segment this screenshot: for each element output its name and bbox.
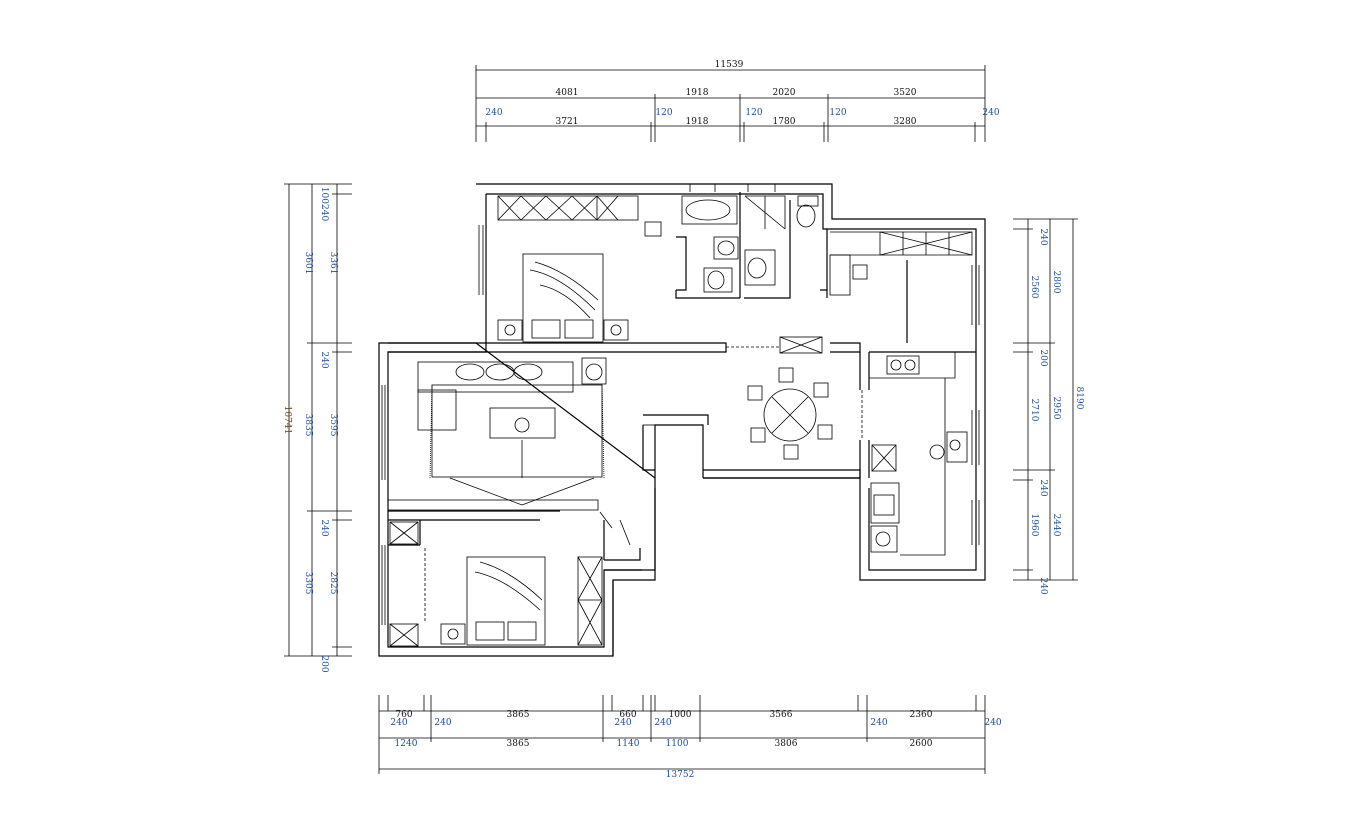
living-room [387,357,656,511]
dimension-lines [284,65,1078,774]
dim-top-wall: 240 [485,108,502,118]
dim-right-wall: 240 [1038,479,1048,496]
dim-right-outer: 2440 [1051,514,1061,537]
dim-left-wall: 240 [319,351,329,368]
dim-top-wall: 120 [745,108,762,118]
dim-bottom-wall: 240 [654,718,671,728]
dim-left-wall: 240 [319,519,329,536]
dim-left-inner: 2825 [328,572,338,595]
walls [378,183,986,657]
dim-bottom-overall: 13752 [666,770,695,780]
dim-left-wall: 100240 [319,187,329,222]
dim-bottom-row2: 3865 [507,739,530,749]
dim-right-outer: 2800 [1051,271,1061,294]
dim-left-wall: 200 [319,655,329,672]
dim-top-row2: 3520 [894,88,917,98]
dim-bottom-row2: 2600 [910,739,933,749]
dim-top-wall: 120 [655,108,672,118]
dim-top-row2: 1918 [686,88,709,98]
dim-top-wall: 240 [982,108,999,118]
dim-right-inner: 2710 [1029,399,1039,422]
bed-second [389,521,603,647]
dim-right-wall: 240 [1038,577,1048,594]
dim-right-wall: 240 [1038,228,1048,245]
dim-right-inner: 1960 [1029,514,1039,537]
kitchen [869,352,968,556]
dim-left-outer: 3305 [303,572,313,595]
dim-top-row2: 2020 [773,88,796,98]
dim-left-outer: 3835 [303,414,313,437]
study-cabinet [779,231,973,354]
dim-left-inner: 3361 [328,252,338,275]
dim-bottom-row2: 3806 [775,739,798,749]
dim-bottom-row1: 2360 [910,710,933,720]
dim-bottom-wall: 240 [390,718,407,728]
dining-table [747,367,833,460]
dim-bottom-row1: 760 [395,710,412,720]
dim-left-outer: 3601 [303,252,313,275]
dim-bottom-row1: 1000 [669,710,692,720]
dimension-labels-top: 11539 4081 1918 2020 3520 3721 1918 1780… [485,60,999,127]
dim-top-row3: 3721 [556,117,579,127]
dim-top-row2: 4081 [556,88,579,98]
dim-bottom-row1: 3865 [507,710,530,720]
wardrobe-top [497,195,639,221]
bed-master [497,221,662,343]
dim-left-overall: 10741 [282,406,292,435]
dim-top-row3: 1918 [686,117,709,127]
bathroom [681,195,819,293]
dim-top-overall: 11539 [715,60,744,70]
dim-top-row3: 3280 [894,117,917,127]
dim-top-row3: 1780 [773,117,796,127]
dim-bottom-wall: 240 [870,718,887,728]
dim-right-outer: 2950 [1051,397,1061,420]
dim-bottom-wall: 240 [434,718,451,728]
dim-right-wall: 200 [1038,349,1048,366]
dim-bottom-wall: 240 [614,718,631,728]
dim-right-inner: 2560 [1029,276,1039,299]
dim-right-overall: 8190 [1074,387,1084,410]
dim-top-wall: 120 [829,108,846,118]
dimension-labels-left: 10741 3601 3835 3305 3361 3595 2825 1002… [282,187,338,673]
dim-bottom-row1: 660 [619,710,636,720]
dim-bottom-row2: 1240 [395,739,418,749]
dimension-labels-right: 8190 2800 2950 2440 2560 2710 1960 240 2… [1029,228,1084,594]
dim-bottom-wall: 240 [984,718,1001,728]
dimension-labels-bottom: 760 3865 660 1000 3566 2360 240 240 240 … [390,710,1001,780]
dim-bottom-row1: 3566 [770,710,793,720]
dim-bottom-row2: 1140 [617,739,640,749]
dim-left-inner: 3595 [328,414,338,437]
dim-bottom-row2: 1100 [666,739,689,749]
